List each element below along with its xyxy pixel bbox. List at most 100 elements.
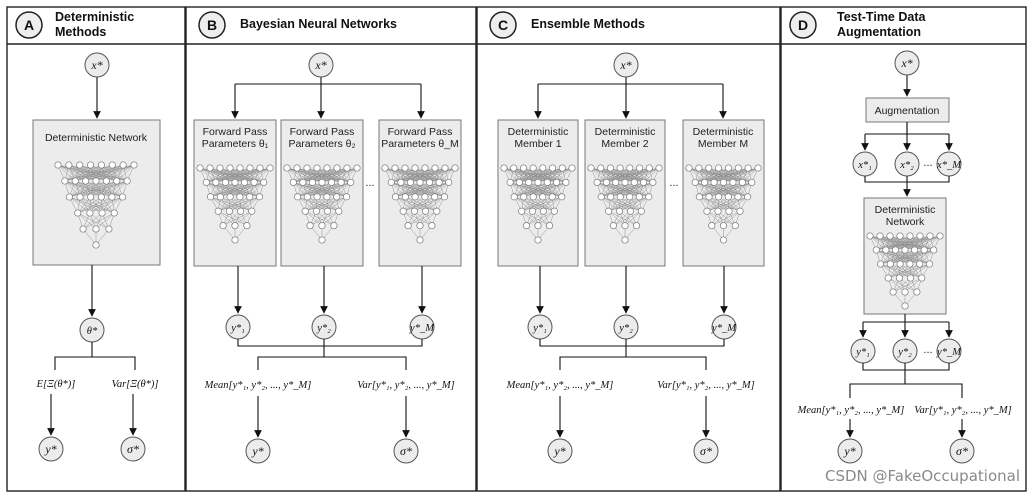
- nn-node: [685, 164, 693, 172]
- nn-node: [907, 274, 915, 282]
- panel-b-variance-label: Var[y*₁, y*₂, ..., y*_M]: [357, 380, 454, 391]
- nn-edge: [619, 196, 640, 212]
- panel-c-title: Ensemble Methods: [531, 17, 645, 31]
- nn-edge: [914, 235, 941, 251]
- panel-b-pass-1-line-2: Parameters θ₁: [202, 138, 269, 150]
- nn-edge: [64, 164, 113, 182]
- nn-edge: [532, 196, 562, 212]
- nn-node: [260, 178, 268, 186]
- panel-a-split-line-right: [92, 356, 136, 370]
- nn-edge: [326, 182, 351, 197]
- nn-edge: [728, 182, 752, 197]
- nn-edge: [533, 196, 555, 212]
- nn-edge: [888, 277, 917, 293]
- nn-node: [347, 178, 355, 186]
- nn-edge: [510, 167, 543, 183]
- nn-node: [866, 232, 874, 240]
- panel-c-variance-label: Var[y*₁, y*₂, ..., y*_M]: [657, 380, 754, 391]
- nn-node: [441, 164, 449, 172]
- nn-node: [876, 260, 885, 268]
- panel-c-badge-letter: C: [498, 17, 508, 33]
- nn-node: [226, 193, 234, 201]
- nn-edge: [601, 196, 620, 212]
- nn-edge: [900, 249, 934, 265]
- nn-edge: [706, 210, 736, 226]
- nn-node: [391, 193, 400, 201]
- nn-edge: [210, 196, 252, 212]
- nn-edge: [510, 167, 534, 183]
- nn-edge: [910, 263, 930, 279]
- nn-node: [333, 164, 341, 172]
- panel-b-nn-graphic-m: [381, 164, 459, 244]
- nn-node: [61, 177, 69, 185]
- nn-edge: [514, 196, 555, 212]
- nn-node: [236, 164, 244, 172]
- panel-d-output-text-m: y*_M: [936, 347, 962, 358]
- nn-edge: [424, 182, 449, 197]
- panel-a-nn-graphic: [54, 161, 138, 249]
- nn-node: [558, 164, 566, 172]
- nn-node: [896, 232, 904, 240]
- nn-edge: [706, 196, 748, 212]
- nn-node: [736, 207, 744, 215]
- panel-d-frame: [780, 6, 1027, 492]
- nn-node: [337, 178, 345, 186]
- nn-edge: [395, 182, 430, 198]
- nn-edge: [899, 263, 922, 279]
- nn-node: [719, 178, 728, 186]
- nn-edge: [229, 196, 250, 212]
- nn-node: [426, 178, 434, 186]
- nn-node: [876, 232, 884, 240]
- panel-d-nn-graphic: [866, 232, 944, 310]
- panel-c-member-2-line-1: Deterministic: [595, 126, 656, 138]
- nn-node: [54, 161, 62, 169]
- nn-edge: [77, 212, 110, 230]
- nn-edge: [95, 164, 135, 182]
- nn-edge: [309, 210, 339, 226]
- panel-a-input-text: x*: [90, 58, 102, 72]
- nn-edge: [305, 211, 323, 226]
- nn-node: [421, 164, 429, 172]
- nn-node: [98, 209, 106, 217]
- nn-edge: [629, 182, 653, 197]
- panel-b-nn-graphic-2: [283, 164, 361, 244]
- nn-node: [435, 178, 443, 186]
- nn-edge: [210, 182, 236, 197]
- nn-node: [216, 193, 224, 201]
- nn-edge: [239, 182, 264, 197]
- nn-node: [225, 207, 233, 215]
- nn-node: [506, 178, 514, 186]
- nn-edge: [514, 182, 548, 198]
- nn-edge: [89, 196, 113, 214]
- nn-edge: [634, 167, 660, 183]
- nn-node: [621, 222, 629, 230]
- panel-d-output-sigma-text: σ*: [956, 444, 968, 458]
- nn-node: [546, 222, 554, 230]
- nn-node: [123, 177, 131, 185]
- nn-edge: [77, 196, 113, 214]
- nn-node: [226, 164, 234, 172]
- nn-node: [421, 193, 429, 201]
- nn-node: [237, 207, 245, 215]
- panel-b-output-text-2: y*₂: [316, 323, 331, 334]
- nn-node: [445, 178, 453, 186]
- nn-edge: [893, 277, 922, 293]
- nn-edge: [880, 263, 900, 279]
- nn-edge: [206, 167, 241, 183]
- panel-a-input-node: [84, 52, 110, 78]
- nn-node: [312, 207, 320, 215]
- panel-d-input-text: x*: [900, 56, 912, 70]
- nn-node: [303, 193, 311, 201]
- nn-node: [397, 178, 405, 186]
- nn-edge: [340, 167, 358, 183]
- nn-node: [715, 164, 723, 172]
- nn-edge: [514, 182, 539, 197]
- nn-edge: [206, 167, 231, 183]
- nn-node: [410, 207, 418, 215]
- nn-node: [695, 193, 703, 201]
- nn-node: [882, 246, 890, 254]
- nn-edge: [403, 196, 445, 212]
- nn-edge: [888, 263, 920, 279]
- nn-edge: [414, 211, 433, 226]
- nn-edge: [547, 167, 573, 183]
